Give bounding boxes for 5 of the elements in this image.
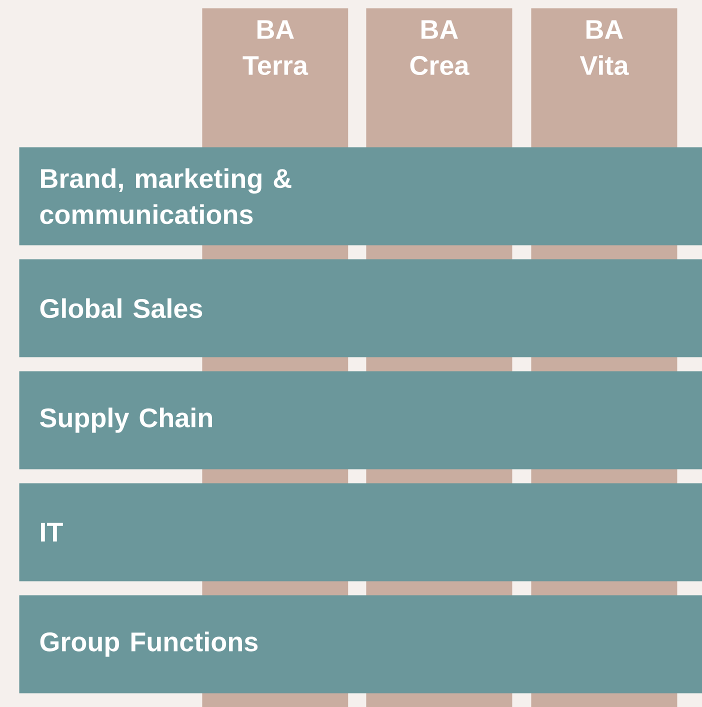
band-box: Group Functions	[19, 595, 702, 694]
band-box: Brand, marketing & communications	[19, 147, 702, 246]
band-box: Supply Chain	[19, 371, 702, 470]
band-box: Global Sales	[19, 259, 702, 358]
band-box: IT	[19, 483, 702, 582]
